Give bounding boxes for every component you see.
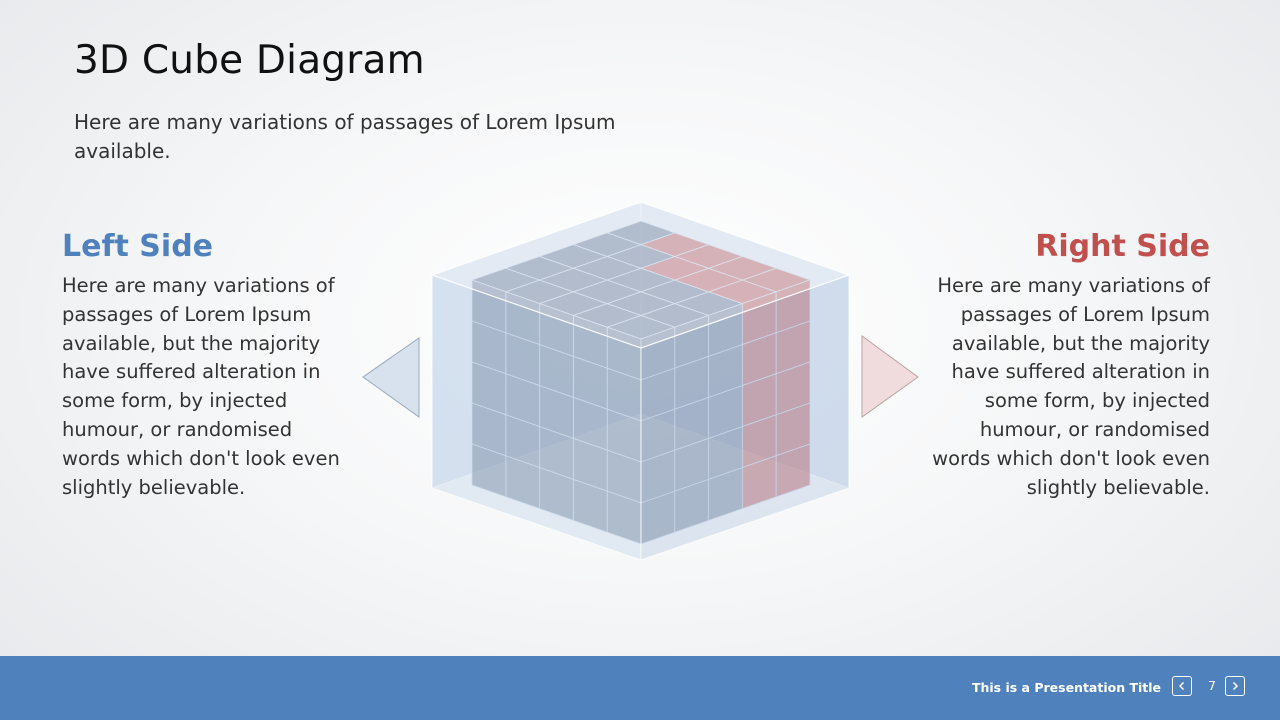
presentation-title: This is a Presentation Title: [971, 680, 1161, 695]
right-arrow-icon: [861, 335, 919, 418]
prev-slide-button[interactable]: [1172, 676, 1192, 696]
left-side-body: Here are many variations of passages of …: [62, 274, 340, 499]
cube-left-cell: [471, 443, 507, 498]
cube-right-cell: [775, 443, 811, 498]
chevron-left-icon: [1178, 681, 1185, 691]
page-number: 7: [1208, 678, 1216, 693]
slide-title: 3D Cube Diagram: [74, 38, 425, 83]
outer-box-front: [430, 201, 851, 561]
chevron-right-icon: [1232, 681, 1239, 691]
left-arrow-icon: [362, 337, 420, 418]
right-side-body: Here are many variations of passages of …: [932, 274, 1210, 499]
next-slide-button[interactable]: [1225, 676, 1245, 696]
slide-subtitle: Here are many variations of passages of …: [74, 110, 616, 163]
left-side-heading: Left Side: [62, 229, 214, 264]
cube-top-cell: [605, 220, 677, 246]
right-side-heading: Right Side: [1035, 229, 1210, 264]
footer-bar: This is a Presentation Title 7: [0, 656, 1280, 720]
